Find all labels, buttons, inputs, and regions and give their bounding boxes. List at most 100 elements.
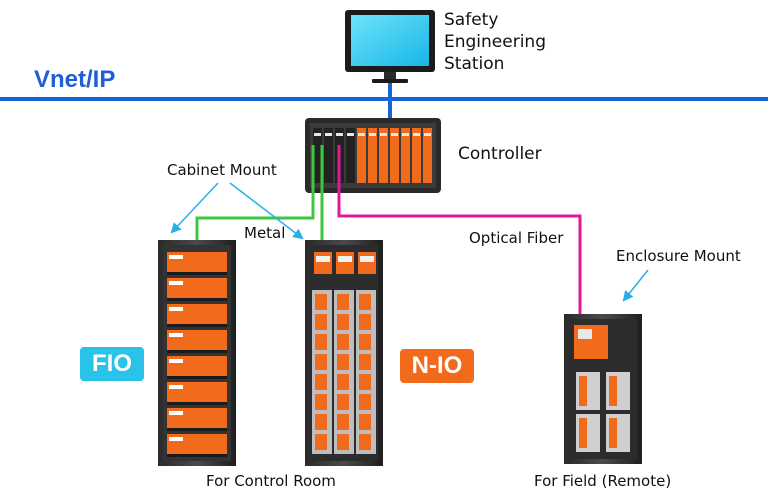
nio-io-module — [315, 394, 327, 410]
nio-header-module — [314, 252, 332, 274]
fio-module-label — [169, 333, 183, 337]
fio-badge: FIO — [80, 347, 144, 381]
controller-module — [357, 128, 366, 183]
controller-module — [368, 128, 377, 183]
nio-cabinet-icon — [305, 240, 383, 466]
nio-header-label — [360, 256, 374, 262]
fio-module-label — [169, 281, 183, 285]
fio-module-divider — [167, 272, 227, 275]
nio-io-module — [315, 354, 327, 370]
field-enclosure-icon — [564, 314, 642, 464]
controller-label: Controller — [458, 144, 542, 164]
fio-module-label — [169, 437, 183, 441]
controller-module-led — [424, 133, 431, 136]
nio-header-label — [338, 256, 352, 262]
fio-module-label — [169, 411, 183, 415]
controller-module-led — [391, 133, 398, 136]
nio-io-module — [337, 334, 349, 350]
nio-header-module — [336, 252, 354, 274]
enclosure-mount-arrow — [622, 269, 649, 302]
controller-module — [346, 128, 355, 183]
fio-module-divider — [167, 402, 227, 405]
nio-header-module — [358, 252, 376, 274]
nio-io-module — [315, 294, 327, 310]
station-label-line: Engineering — [444, 32, 546, 52]
fio-cabinet-icon — [158, 240, 236, 466]
controller-module — [324, 128, 333, 183]
nio-io-module — [359, 334, 371, 350]
nio-io-module — [337, 434, 349, 450]
nio-io-module — [337, 414, 349, 430]
monitor-icon — [345, 10, 435, 83]
fio-module-label — [169, 359, 183, 363]
controller-module-led — [402, 133, 409, 136]
nio-io-module — [359, 394, 371, 410]
fio-module-divider — [167, 324, 227, 327]
controller-module — [390, 128, 399, 183]
fio-module-divider — [167, 454, 227, 457]
nio-io-module — [337, 374, 349, 390]
controller-module-led — [325, 133, 332, 136]
controller-module — [379, 128, 388, 183]
controller-module-led — [369, 133, 376, 136]
field-io-module — [579, 418, 587, 448]
nio-io-module — [315, 334, 327, 350]
fio-module-divider — [167, 428, 227, 431]
field-io-module — [609, 376, 617, 406]
station-label-line: Safety — [444, 10, 499, 30]
cabinet-mount-label: Cabinet Mount — [167, 161, 277, 179]
cabinet-mount-arrow-nio — [229, 182, 304, 240]
nio-io-module — [315, 434, 327, 450]
nio-io-module — [315, 414, 327, 430]
optical-fiber-label: Optical Fiber — [469, 229, 564, 247]
optical-fiber-link — [337, 145, 582, 337]
fio-module-label — [169, 255, 183, 259]
nio-header-label — [316, 256, 330, 262]
nio-io-module — [337, 354, 349, 370]
controller-module-led — [380, 133, 387, 136]
nio-io-module — [337, 314, 349, 330]
field-io-module — [579, 376, 587, 406]
controller-module-led — [314, 133, 321, 136]
controller-module — [423, 128, 432, 183]
vnet-ip-label: Vnet/IP — [34, 66, 116, 93]
fio-module-divider — [167, 298, 227, 301]
nio-io-module — [359, 314, 371, 330]
nio-io-module — [359, 354, 371, 370]
fio-module-divider — [167, 350, 227, 353]
fio-module-label — [169, 307, 183, 311]
nio-rail — [334, 290, 354, 454]
controller-module-led — [347, 133, 354, 136]
nio-rail — [312, 290, 332, 454]
nio-io-module — [359, 414, 371, 430]
nio-io-module — [315, 314, 327, 330]
cabinet-mount-arrow-fio — [170, 182, 219, 234]
safety-engineering-station-label: Safety Engineering Station — [444, 9, 546, 75]
controller-module-led — [413, 133, 420, 136]
field-controller-label — [578, 329, 592, 339]
controller-module — [313, 128, 322, 183]
station-label-line: Station — [444, 54, 505, 74]
controller-module-led — [336, 133, 343, 136]
field-remote-label: For Field (Remote) — [534, 472, 672, 490]
metal-label: Metal — [244, 224, 286, 242]
nio-rail — [356, 290, 376, 454]
control-room-label: For Control Room — [206, 472, 336, 490]
field-io-module — [609, 418, 617, 448]
controller-rack-icon — [305, 118, 441, 193]
nio-io-module — [359, 294, 371, 310]
controller-module — [401, 128, 410, 183]
enclosure-mount-label: Enclosure Mount — [616, 247, 741, 265]
nio-io-module — [359, 434, 371, 450]
nio-io-module — [337, 394, 349, 410]
controller-module-led — [358, 133, 365, 136]
fio-module-label — [169, 385, 183, 389]
fio-module-divider — [167, 376, 227, 379]
controller-module — [412, 128, 421, 183]
nio-badge: N-IO — [400, 349, 474, 383]
nio-io-module — [337, 294, 349, 310]
nio-io-module — [359, 374, 371, 390]
nio-io-module — [315, 374, 327, 390]
